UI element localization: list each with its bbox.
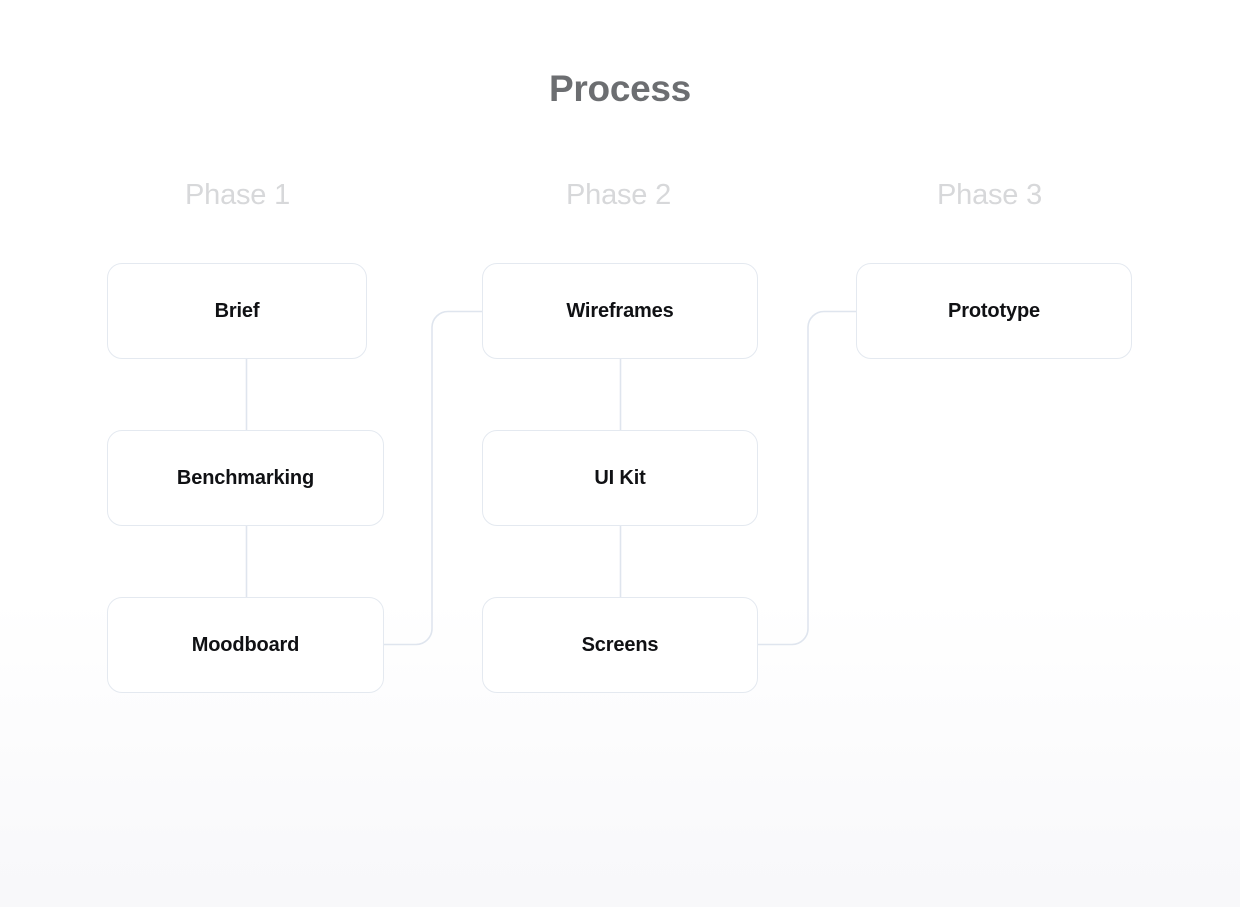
node-moodboard-label: Moodboard	[191, 634, 300, 656]
page-title: Process	[549, 68, 691, 109]
node-moodboard[interactable]: Moodboard	[107, 597, 384, 693]
node-screens-label: Screens	[581, 634, 659, 656]
phase-label-3: Phase 3	[937, 179, 1043, 211]
node-brief-label: Brief	[214, 300, 260, 322]
node-benchmarking[interactable]: Benchmarking	[107, 430, 384, 526]
node-prototype-label: Prototype	[948, 300, 1040, 322]
node-prototype[interactable]: Prototype	[856, 263, 1132, 359]
phase-label-1: Phase 1	[185, 179, 291, 211]
node-benchmarking-label: Benchmarking	[176, 467, 315, 489]
node-brief[interactable]: Brief	[107, 263, 367, 359]
node-wireframes-label: Wireframes	[566, 300, 674, 322]
node-ui-kit-label: UI Kit	[594, 467, 646, 489]
connector-screens-prototype	[758, 310, 856, 646]
node-wireframes[interactable]: Wireframes	[482, 263, 758, 359]
node-ui-kit[interactable]: UI Kit	[482, 430, 758, 526]
phase-label-2: Phase 2	[566, 179, 672, 211]
node-screens[interactable]: Screens	[482, 597, 758, 693]
connector-moodboard-wireframes	[384, 310, 482, 646]
